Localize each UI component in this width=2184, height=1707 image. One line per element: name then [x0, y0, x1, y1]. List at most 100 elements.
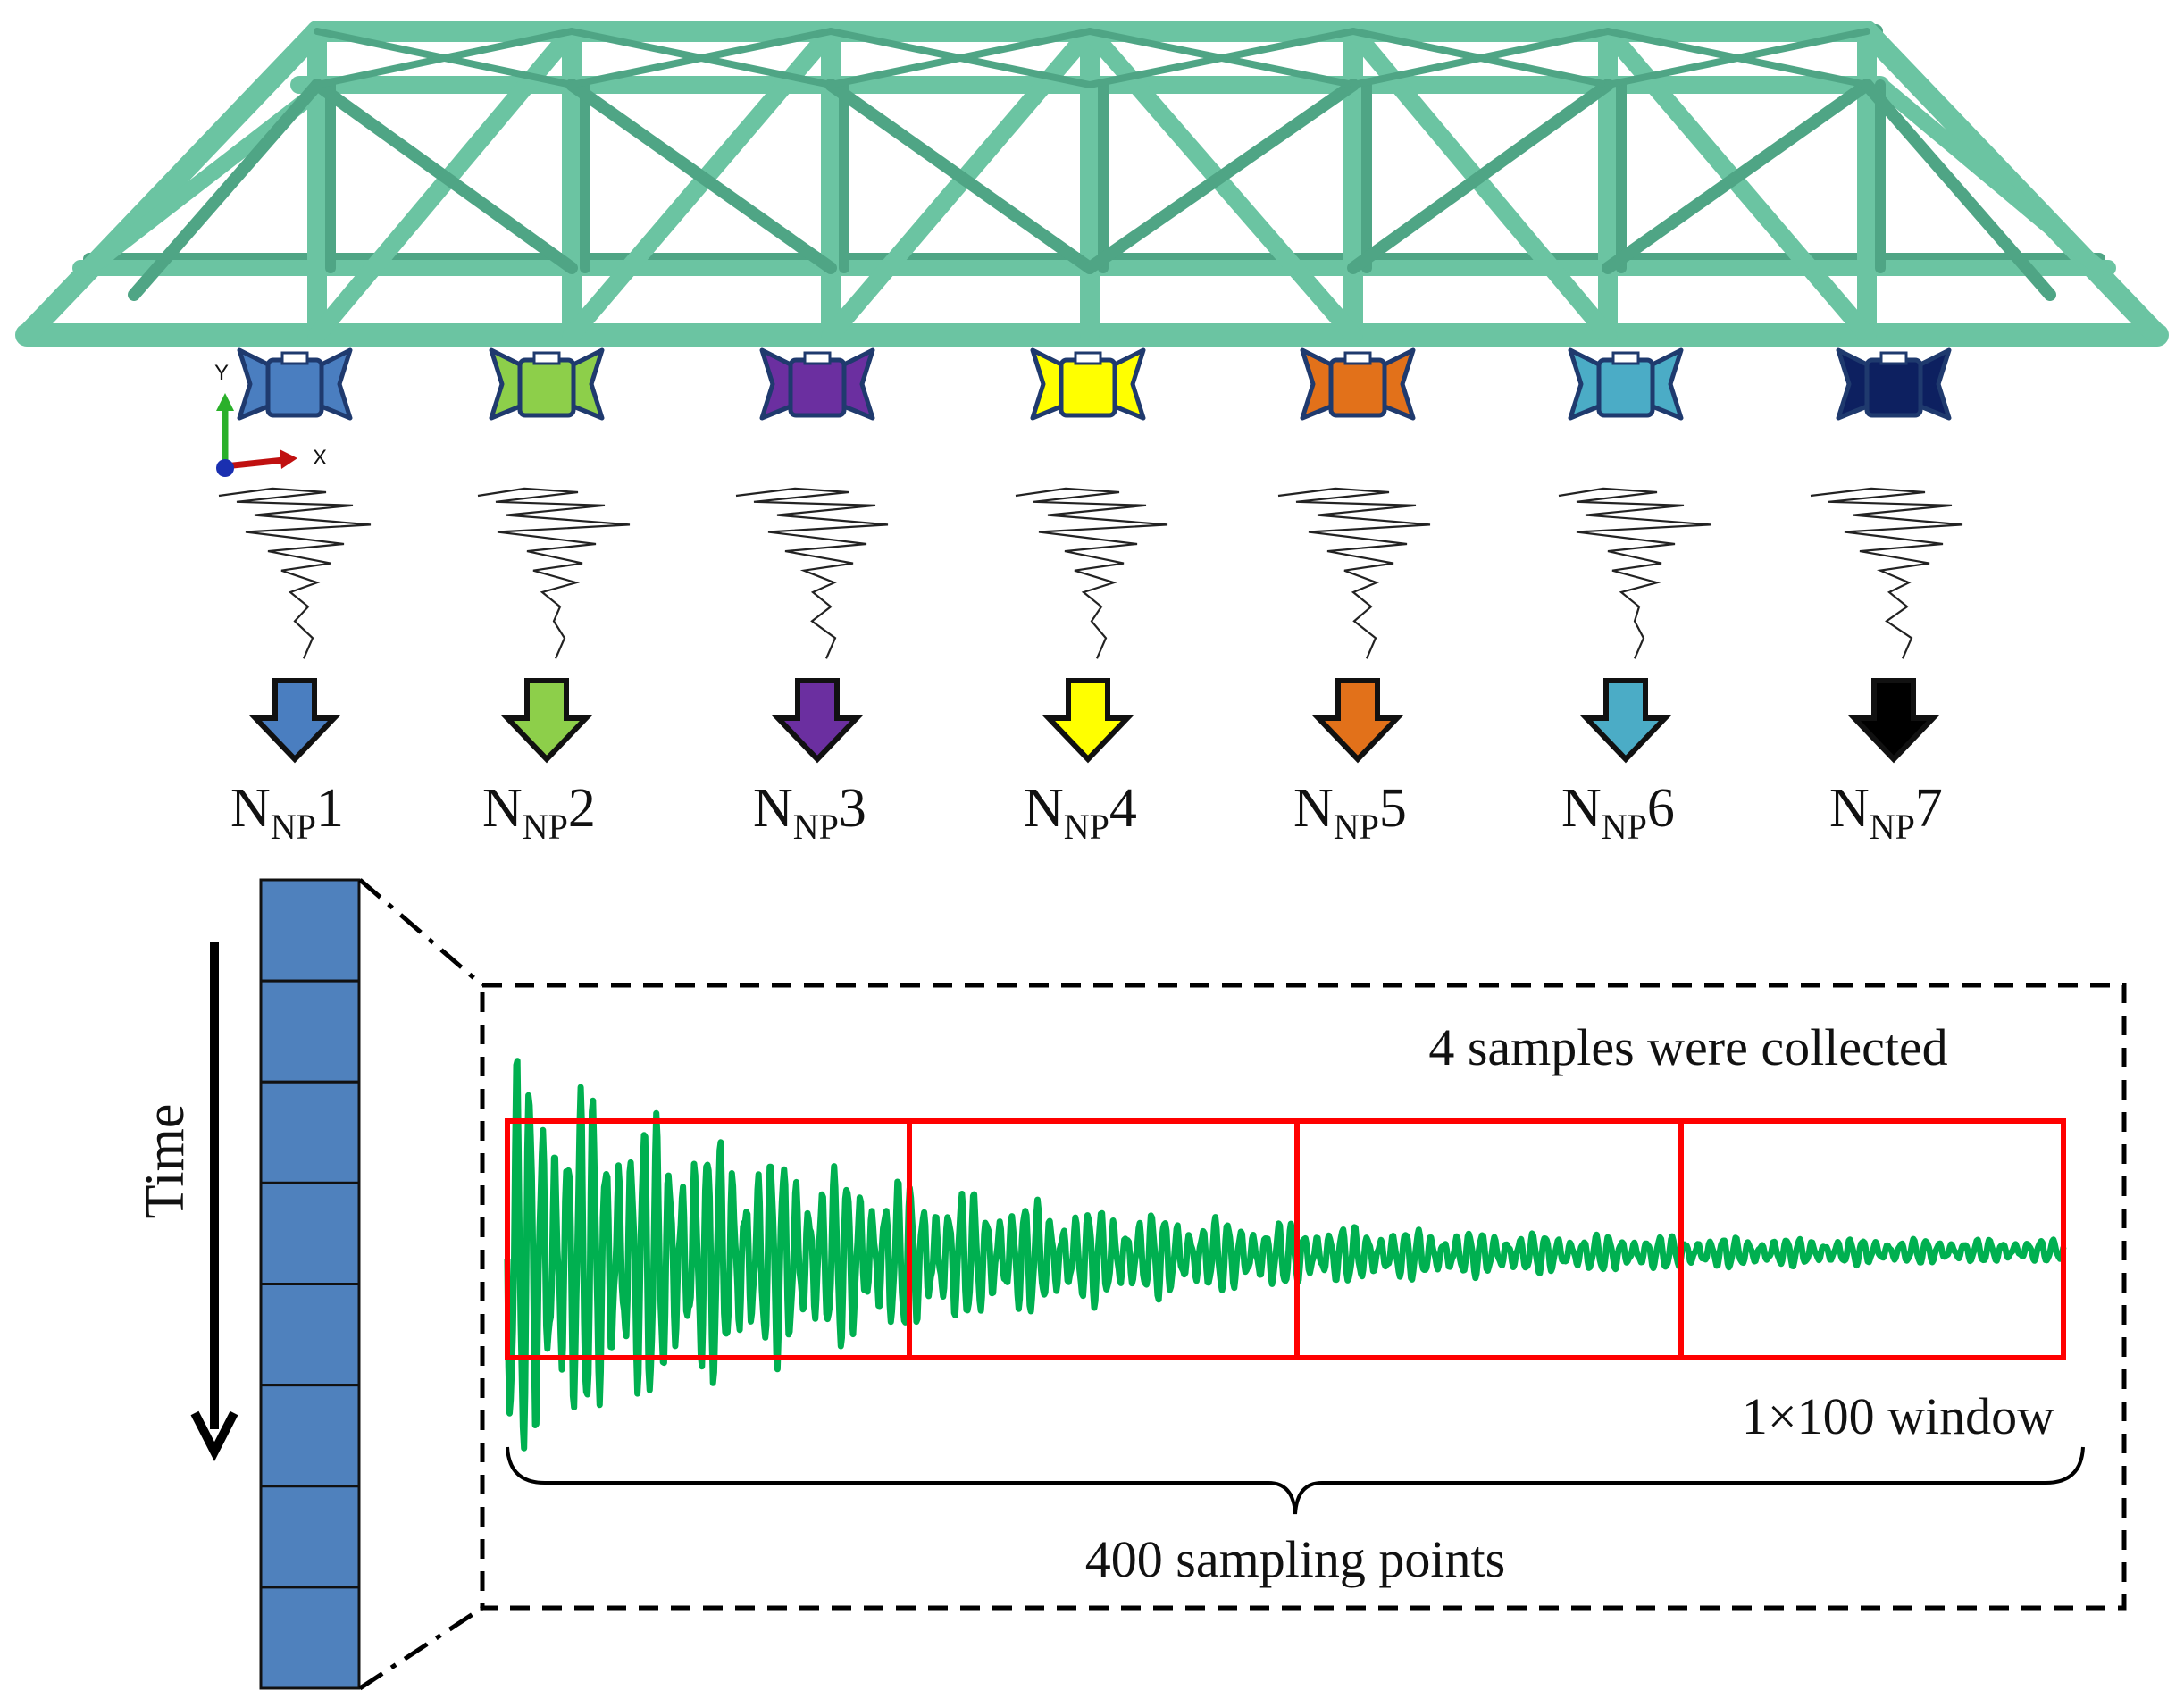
sensor-body — [1864, 357, 1923, 418]
sensor-signal-sketch — [218, 487, 372, 659]
data-column-cell — [259, 878, 361, 983]
data-column-cell — [259, 1485, 361, 1589]
sensor-label-prefix: N — [482, 778, 523, 839]
diagonal-member-back — [1084, 79, 1360, 274]
sensor-label-prefix: N — [1561, 778, 1602, 839]
sensor-signal-sketch — [1015, 487, 1168, 659]
sensor-label: NNP3 — [753, 778, 866, 847]
down-arrow — [771, 678, 864, 764]
top-bracing — [314, 28, 575, 88]
top-bracing — [1350, 28, 1611, 88]
end-post-right — [1856, 21, 2168, 346]
end-post-left — [16, 21, 328, 346]
vibration-signal — [504, 1058, 2067, 1452]
sensor-signal-sketch — [1810, 487, 1963, 659]
sensor-label-prefix: N — [230, 778, 271, 839]
sensor-body — [788, 357, 847, 418]
y-axis-arrowhead — [216, 393, 234, 411]
end-diagonal-left — [128, 79, 323, 301]
sensor-label-prefix: N — [753, 778, 793, 839]
sensor-signal-sketch — [1558, 487, 1711, 659]
sensor-label-subscript: NP — [1870, 807, 1915, 847]
sensor-group-4: NNP4 — [1015, 347, 1168, 847]
data-column-cell — [259, 979, 361, 1084]
sensor-label-subscript: NP — [1602, 807, 1647, 847]
sensor-signal-sketch — [1277, 487, 1431, 659]
sensor-group-7: NNP7 — [1810, 347, 1963, 847]
diagonal-member-back — [565, 79, 837, 274]
data-column-cell — [259, 1181, 361, 1285]
sensor-group-1: NNP1 — [218, 347, 372, 847]
data-column-cell — [259, 1283, 361, 1387]
sensor-label: NNP1 — [230, 778, 344, 847]
diagonal-member-back — [1602, 79, 1873, 274]
sensor-label-number: 6 — [1647, 778, 1675, 839]
sensor-label-subscript: NP — [1334, 807, 1379, 847]
sensor-mount — [1611, 351, 1640, 365]
sensor-label: NNP5 — [1293, 778, 1407, 847]
sensor-label-prefix: N — [1293, 778, 1334, 839]
down-arrow — [248, 678, 341, 764]
sensor-label-subscript: NP — [523, 807, 568, 847]
sensor-label: NNP7 — [1829, 778, 1943, 847]
sensor-label-prefix: N — [1829, 778, 1870, 839]
down-arrow — [1042, 678, 1134, 764]
samples-caption: 4 samples were collected — [1428, 1018, 1947, 1076]
x-axis-label: X — [313, 446, 327, 470]
sensor-body — [265, 357, 324, 418]
detail-box — [480, 983, 2127, 1611]
top-bracing — [1086, 28, 1357, 88]
down-arrow — [1579, 678, 1672, 764]
data-column-cell — [259, 1384, 361, 1488]
sensor-body — [1596, 357, 1655, 418]
top-bracing — [827, 28, 1093, 88]
sensor-label-subscript: NP — [793, 807, 839, 847]
zoom-line-top — [358, 878, 484, 987]
down-arrow — [1311, 678, 1404, 764]
points-caption: 400 sampling points — [1085, 1530, 1505, 1588]
end-diagonal-right — [1861, 79, 2056, 301]
x-axis-arrow — [224, 456, 285, 470]
diagonal-member-back — [824, 79, 1096, 274]
sensor-label: NNP2 — [482, 778, 596, 847]
sensor-mount — [803, 351, 832, 365]
data-column — [259, 878, 361, 1690]
sensor-body — [1328, 357, 1387, 418]
sensor-group-3: NNP3 — [735, 347, 889, 847]
sensor-label-subscript: NP — [271, 807, 316, 847]
sensor-body — [517, 357, 576, 418]
end-post-right-2 — [1872, 77, 2107, 276]
data-column-cell — [259, 1586, 361, 1690]
time-label: Time — [135, 1104, 196, 1219]
truss-bridge — [15, 21, 2169, 347]
sensor-label-number: 4 — [1109, 778, 1137, 839]
sensor-label: NNP6 — [1561, 778, 1675, 847]
sensor-body — [1059, 357, 1117, 418]
sensor-group-2: NNP2 — [477, 347, 631, 847]
sensor-signal-sketch — [477, 487, 631, 659]
data-column-cell — [259, 1080, 361, 1184]
time-arrow — [190, 942, 238, 1461]
window-caption: 1×100 window — [1742, 1387, 2054, 1445]
window-boxes — [505, 1118, 2066, 1360]
sensor-mount — [1074, 351, 1102, 365]
sensor-label-subscript: NP — [1064, 807, 1109, 847]
diagonal-member-back — [311, 79, 578, 274]
sensor-signal-sketch — [735, 487, 889, 659]
sensor-label-number: 2 — [568, 778, 596, 839]
zoom-line-bottom — [358, 1605, 484, 1691]
sensor-mount — [280, 351, 309, 365]
down-arrow — [500, 678, 593, 764]
z-axis-dot — [216, 459, 234, 477]
diagonal-member-back — [1347, 79, 1614, 274]
sensor-label: NNP4 — [1024, 778, 1137, 847]
sensor-group-6: NNP6 — [1558, 347, 1711, 847]
top-bracing — [1604, 28, 1870, 88]
top-bracing — [568, 28, 834, 88]
y-axis-label: Y — [214, 361, 229, 385]
sensor-label-prefix: N — [1024, 778, 1064, 839]
sampling-window — [1678, 1118, 2066, 1360]
sensor-label-number: 1 — [316, 778, 344, 839]
x-axis-arrowhead — [280, 449, 297, 469]
